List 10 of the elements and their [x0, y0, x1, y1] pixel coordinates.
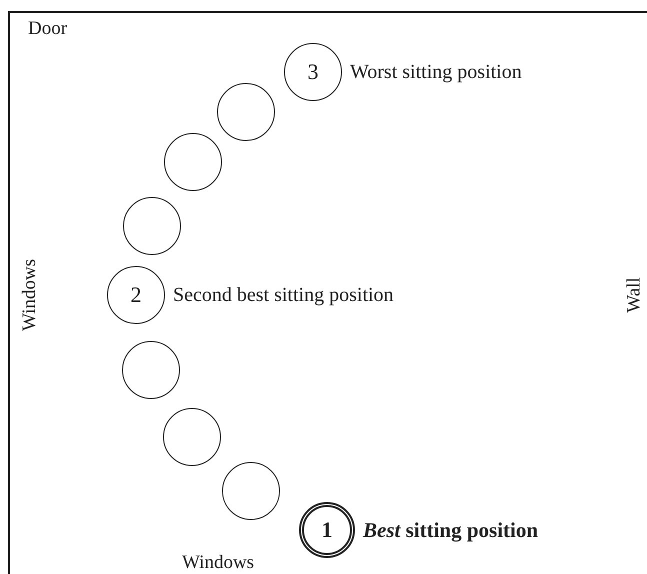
- door-label: Door: [28, 18, 68, 40]
- seat-number: 1: [322, 519, 332, 541]
- window-label: Windows: [19, 258, 42, 332]
- window-label: Windows: [182, 552, 254, 574]
- seat-caption: Second best sitting position: [173, 283, 394, 307]
- seat-number: 3: [308, 61, 318, 83]
- seat-caption: Worst sitting position: [350, 60, 522, 84]
- seat-number: 2: [130, 284, 142, 306]
- seat-caption: Best sitting position: [363, 518, 538, 542]
- wall-label: Wall: [623, 277, 646, 313]
